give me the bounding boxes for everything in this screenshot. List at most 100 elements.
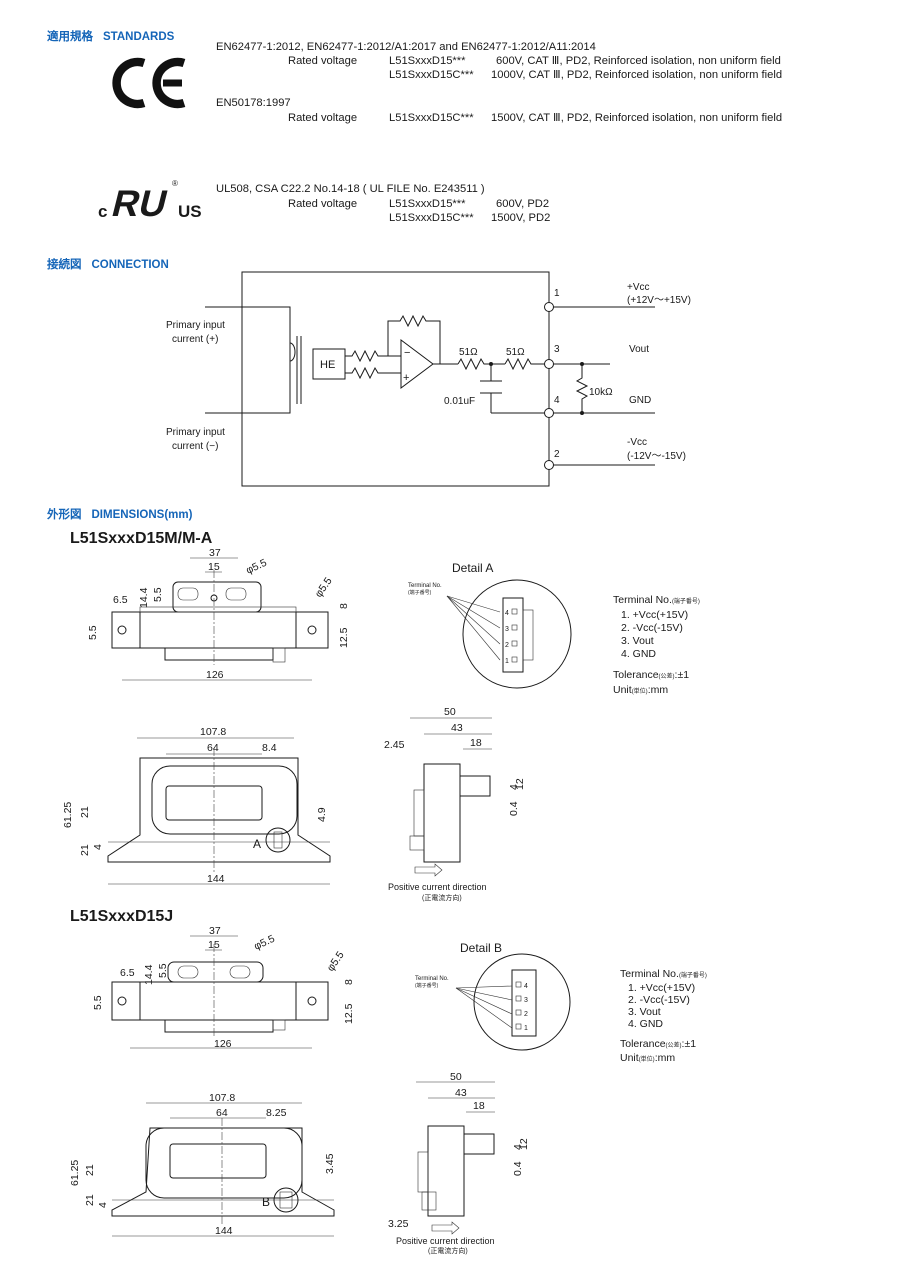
model-2-pin-4: 4 — [524, 983, 528, 990]
model-1-side-view: 50 43 18 2.45 4 12 0.4 Positive current … — [384, 706, 526, 902]
model-1-terminal-label-jp: (端子番号) — [408, 589, 432, 596]
ce-rating-1: 600V, CAT Ⅲ, PD2, Reinforced isolation, … — [496, 55, 781, 67]
model-1-terminal-1: 1. +Vcc(+15V) — [621, 609, 689, 621]
ce-rating-3: 1500V, CAT Ⅲ, PD2, Reinforced isolation,… — [491, 112, 783, 124]
model-2-pin-1: 1 — [524, 1025, 528, 1032]
model-2-side-t3: 0.4 — [512, 1161, 524, 1176]
ce-standard-2: EN50178:1997 — [216, 97, 291, 109]
model-1-detail-marker: A — [253, 837, 261, 851]
op-amp — [400, 339, 434, 389]
primary-minus-label-2: current (−) — [172, 441, 218, 452]
model-1-name: L51SxxxD15M/M-A — [70, 530, 213, 547]
vcc-neg-range: (-12V〜-15V) — [627, 451, 686, 462]
model-2-top-l1: 6.5 — [120, 967, 135, 979]
dimensions-heading-en: DIMENSIONS(mm) — [91, 509, 193, 521]
input-resistor-1 — [345, 349, 401, 363]
model-1-pin-2: 2 — [505, 642, 509, 649]
model-1-front-height-2: 21 — [79, 806, 91, 818]
model-1-terminal-4: 4. GND — [621, 648, 657, 660]
model-2-front-base: 144 — [215, 1225, 233, 1237]
ce-logo — [112, 57, 186, 109]
model-1-terminal-label: Terminal No. — [408, 583, 442, 589]
op-amp-minus: − — [404, 347, 410, 359]
ce-model-1: L51SxxxD15*** — [389, 55, 466, 67]
ul-rating-2: 1500V, PD2 — [491, 212, 551, 224]
pin-3-terminal — [544, 359, 554, 369]
model-2-top-hole-2: φ5.5 — [325, 949, 347, 974]
output-resistor-2-label: 51Ω — [506, 347, 525, 358]
ul-standard: UL508, CSA C22.2 No.14-18 ( UL FILE No. … — [216, 183, 485, 195]
output-resistor-1 — [457, 357, 505, 371]
model-1-front-width: 107.8 — [200, 726, 226, 738]
model-1-top-view: 37 15 φ5.5 φ5.5 6.5 14.4 5.5 5.5 8 12.5 … — [87, 547, 350, 681]
model-1-top-l1: 6.5 — [113, 594, 128, 606]
model-1-front-width-2: 64 — [207, 742, 219, 754]
pin-1-terminal — [544, 302, 554, 312]
model-2-top-l4: 5.5 — [92, 995, 104, 1010]
model-2-tolerance: Tolerance — [620, 1038, 666, 1050]
model-1-side-width-2: 43 — [451, 722, 463, 734]
pin-3-label: 3 — [554, 344, 560, 355]
model-2-front-width-3: 8.25 — [266, 1107, 287, 1119]
model-1-front-width-3: 8.4 — [262, 742, 277, 754]
ce-model-3: L51SxxxD15C*** — [389, 112, 474, 124]
model-2-front-height-3: 21 — [84, 1194, 96, 1206]
model-1-current-direction: Positive current direction — [388, 882, 487, 892]
primary-plus-label-2: current (+) — [172, 334, 218, 345]
model-1-top-r1: 8 — [338, 603, 350, 609]
model-1-pin-4: 4 — [505, 610, 509, 617]
ul-model-1: L51SxxxD15*** — [389, 198, 466, 210]
model-2-tolerance-jp: (公差) — [665, 1043, 682, 1049]
hall-element-label: HE — [320, 359, 335, 371]
model-2-terminal-1: 1. +Vcc(+15V) — [628, 982, 696, 994]
model-2-terminal-heading: Terminal No. — [620, 968, 679, 980]
model-1-side-t1: 4 — [508, 784, 520, 790]
model-1-pin-3: 3 — [505, 626, 509, 633]
model-2-top-width: 37 — [209, 925, 221, 937]
connection-heading: 接続図 CONNECTION — [47, 256, 169, 272]
ul-logo-us: US — [178, 202, 202, 221]
model-1-top-hole: φ5.5 — [244, 557, 269, 577]
connection-diagram: Primary input current (+) Primary input … — [166, 271, 691, 487]
model-2-front-view: B 107.8 64 8.25 61.25 21 21 4 3.45 144 — [69, 1092, 336, 1237]
gnd-label: GND — [629, 395, 651, 406]
ul-rating-1: 600V, PD2 — [496, 198, 550, 210]
model-1-front-height-4: 4 — [92, 844, 104, 850]
connection-heading-en: CONNECTION — [91, 259, 169, 271]
model-1-top-l2: 14.4 — [138, 587, 150, 608]
connection-heading-jp: 接続図 — [47, 259, 82, 271]
model-2-front-height: 61.25 — [69, 1160, 81, 1186]
model-2-top-r2: 12.5 — [343, 1003, 355, 1024]
primary-coil — [289, 342, 296, 362]
ul-model-2: L51SxxxD15C*** — [389, 212, 474, 224]
model-2-tolerance-value: :±1 — [681, 1038, 697, 1050]
model-2-top-width-2: 15 — [208, 939, 220, 951]
model-1-unit: Unit — [613, 684, 632, 696]
model-2-top-view: 37 15 φ5.5 φ5.5 6.5 14.4 5.5 5.5 8 12.5 … — [92, 925, 355, 1050]
model-1-unit-jp: (単位) — [631, 689, 648, 695]
model-2-front-height-4: 4 — [97, 1202, 109, 1208]
model-2-side-t2: 12 — [518, 1138, 530, 1150]
primary-conductor — [205, 306, 291, 414]
model-2-detail-marker: B — [262, 1195, 270, 1209]
output-resistor-1-label: 51Ω — [459, 347, 478, 358]
model-1-tolerance: Tolerance — [613, 669, 659, 681]
model-2-current-direction: Positive current direction — [396, 1236, 495, 1246]
model-2-current-direction-jp: (正電流方向) — [428, 1246, 468, 1255]
model-2-side-offset: 3.25 — [388, 1218, 409, 1230]
ul-rated-voltage-label: Rated voltage — [288, 198, 358, 210]
model-1-top-r2: 12.5 — [338, 627, 350, 648]
ce-rating-2: 1000V, CAT Ⅲ, PD2, Reinforced isolation,… — [491, 69, 783, 81]
ce-rated-voltage-label-1: Rated voltage — [288, 55, 358, 67]
pin-4-label: 4 — [554, 395, 560, 406]
model-2-terminal-3: 3. Vout — [628, 1006, 661, 1018]
model-1-tolerance-jp: (公差) — [658, 674, 675, 680]
model-2-top-r1: 8 — [343, 979, 355, 985]
model-1-current-direction-jp: (正電流方向) — [422, 893, 462, 902]
model-1-top-l3: 5.5 — [152, 587, 164, 602]
ce-rated-voltage-label-2: Rated voltage — [288, 112, 358, 124]
model-1-side-t2: 12 — [514, 778, 526, 790]
model-1-front-base: 144 — [207, 873, 225, 885]
model-2-front-height-2: 21 — [84, 1164, 96, 1176]
